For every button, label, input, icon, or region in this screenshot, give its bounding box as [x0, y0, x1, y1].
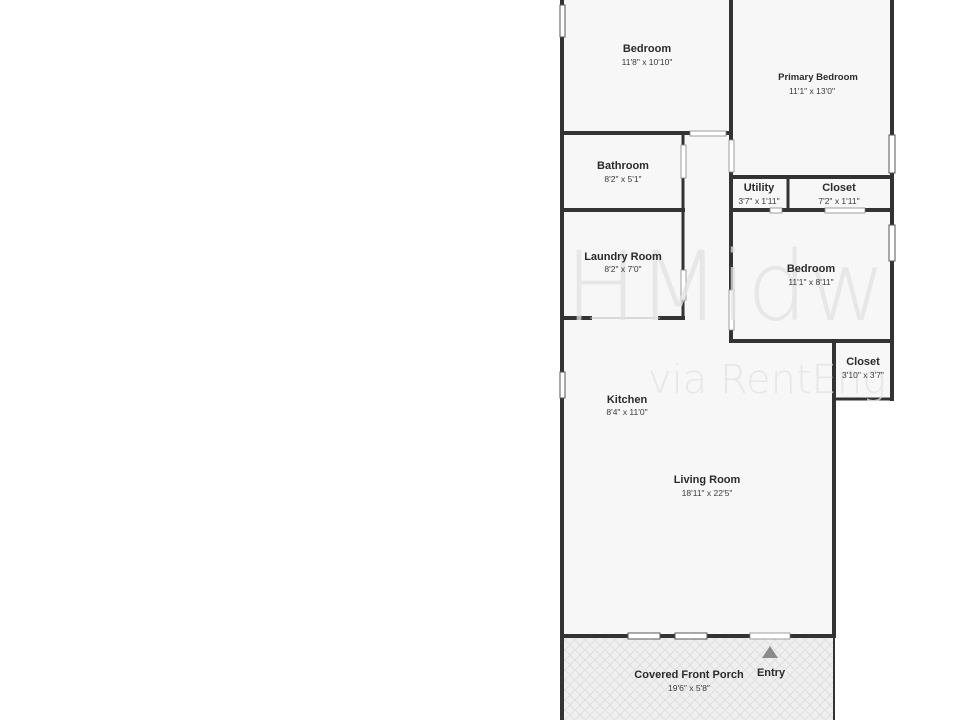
room-name-closet-1: Closet [822, 182, 856, 194]
room-name-primary-bedroom: Primary Bedroom [778, 72, 858, 83]
floor-closet-1 [789, 179, 891, 210]
window-primary-right [888, 134, 896, 174]
floor-hallway [683, 134, 733, 318]
watermark-line-1: HMidw [565, 231, 886, 343]
floor-primary-bedroom [733, 0, 891, 177]
floor-areas [562, 0, 893, 720]
room-name-bedroom-1: Bedroom [623, 43, 672, 55]
window-living-1 [627, 632, 661, 640]
walls [560, 0, 894, 720]
floor-bedroom-1 [563, 0, 730, 133]
floor-bathroom [563, 134, 683, 210]
floor-closet-2 [835, 341, 893, 399]
room-dims-bedroom-1: 11'8" x 10'10" [622, 57, 673, 67]
room-dims-living: 18'11" x 22'5" [682, 488, 733, 498]
room-name-utility: Utility [744, 182, 775, 194]
window-living-2 [674, 632, 708, 640]
watermark-line-2: via RentEng [648, 357, 886, 403]
floor-laundry [563, 211, 683, 318]
room-dims-closet-2: 3'10" x 3'7" [842, 370, 884, 380]
door-closet-1 [824, 207, 866, 214]
floor-porch [562, 637, 835, 720]
door-bedroom-2 [728, 289, 735, 331]
window-kitchen-left [559, 371, 566, 399]
entry-label: Entry [757, 667, 786, 679]
room-name-laundry: Laundry Room [584, 251, 662, 263]
watermark: HMidw via RentEng [565, 231, 886, 403]
room-dims-bathroom: 8'2" x 5'1" [604, 174, 641, 184]
room-labels: Bedroom 11'8" x 10'10" Primary Bedroom 1… [584, 43, 884, 693]
room-name-kitchen: Kitchen [607, 394, 648, 406]
door-laundry [680, 269, 687, 301]
floor-living-kitchen [563, 318, 833, 635]
room-dims-utility: 3'7" x 1'11" [738, 196, 779, 206]
room-name-living: Living Room [674, 474, 741, 486]
door-bath [680, 144, 687, 179]
room-name-closet-2: Closet [846, 356, 880, 368]
room-dims-laundry: 8'2" x 7'0" [604, 264, 641, 274]
room-name-porch: Covered Front Porch [634, 669, 744, 681]
door-entry [749, 632, 791, 640]
room-name-bedroom-2: Bedroom [787, 263, 836, 275]
door-utility [769, 207, 783, 214]
entry-arrow-icon [762, 646, 778, 658]
room-dims-porch: 19'6" x 5'8" [668, 683, 710, 693]
room-dims-bedroom-2: 11'1" x 8'11" [788, 277, 833, 287]
room-dims-primary-bedroom: 11'1" x 13'0" [789, 86, 835, 96]
door-hall-top [689, 130, 727, 137]
window-bedroom-1-left [559, 4, 566, 38]
window-bedroom-2-right [888, 224, 896, 262]
room-dims-closet-1: 7'2" x 1'11" [818, 196, 859, 206]
room-name-bathroom: Bathroom [597, 160, 649, 172]
room-dims-kitchen: 8'4" x 11'0" [606, 407, 647, 417]
door-primary [728, 139, 735, 173]
floor-utility [733, 179, 787, 210]
entry-marker: Entry [757, 646, 786, 679]
windows [559, 4, 896, 640]
